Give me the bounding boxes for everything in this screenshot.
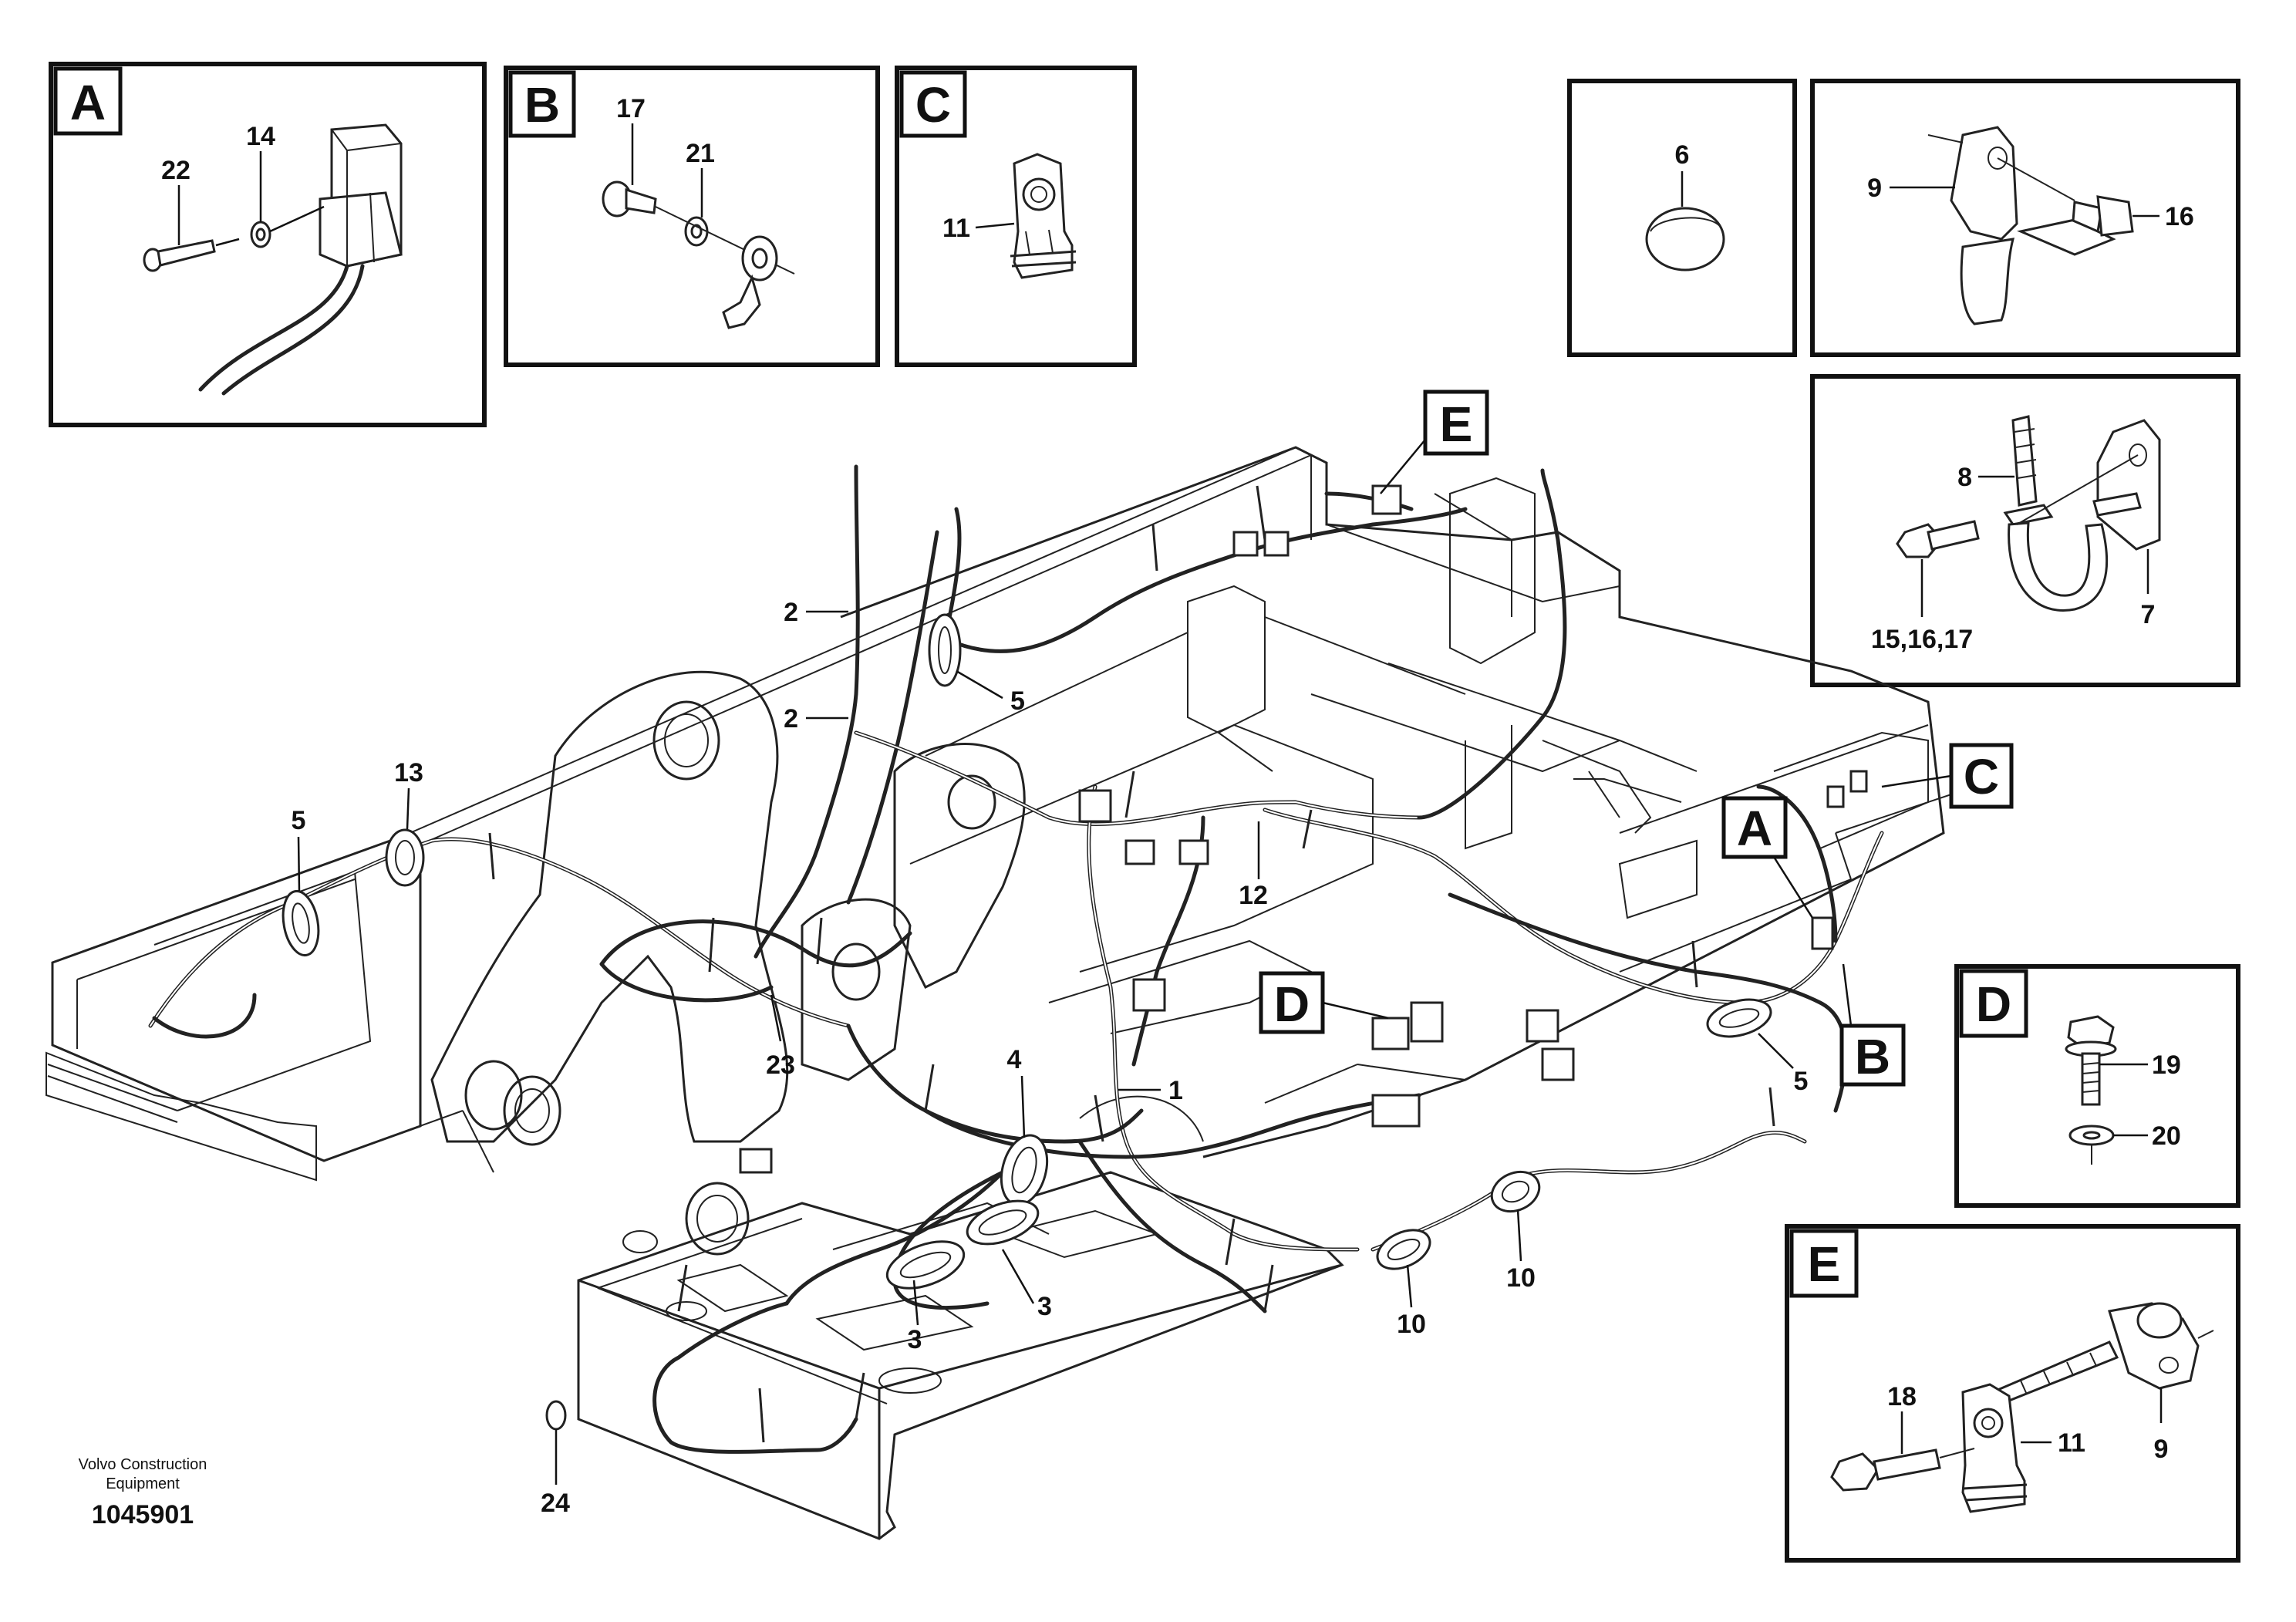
footer: Volvo Construction Equipment 1045901 <box>79 1456 207 1529</box>
callout-17: 17 <box>616 94 646 123</box>
ring-terminal-icon <box>722 235 778 329</box>
detail-tag-d: D <box>1976 976 2011 1032</box>
callout-15-16-17: 15,16,17 <box>1871 625 1973 654</box>
grommet-icon <box>885 1240 966 1290</box>
washer-icon <box>684 216 709 247</box>
callout-10-left: 10 <box>1397 1310 1426 1339</box>
callout-5-upper: 5 <box>1010 686 1025 716</box>
grommet-icon <box>966 1199 1040 1246</box>
bracket-icon <box>2108 1302 2200 1390</box>
grommet-icon <box>1490 1170 1541 1213</box>
grommet-icon <box>282 889 320 957</box>
screw-icon <box>602 180 657 218</box>
callout-6: 6 <box>1675 140 1690 170</box>
excavator-frame <box>46 446 1975 1540</box>
grommet-icon <box>1376 1229 1431 1270</box>
callout-19: 19 <box>2152 1050 2181 1080</box>
callout-5-right: 5 <box>1794 1067 1809 1096</box>
callout-23: 23 <box>766 1050 795 1080</box>
detail-box-b: B 17 21 <box>504 66 880 367</box>
callout-12: 12 <box>1239 881 1268 910</box>
bolt-icon <box>143 239 216 272</box>
detail-box-a: A 22 14 <box>49 62 487 427</box>
callout-11-detail-e: 11 <box>2058 1428 2085 1458</box>
detail-box-bracket-top: 16 9 <box>1810 79 2240 357</box>
cable-clamp-icon <box>1961 1383 2028 1513</box>
callout-8: 8 <box>1957 463 1972 492</box>
callout-24: 24 <box>541 1489 570 1518</box>
grommet-icon <box>928 613 962 687</box>
callout-3-left: 3 <box>908 1325 922 1354</box>
callout-11: 11 <box>942 214 970 243</box>
detail-box-d: D 19 20 <box>1954 964 2240 1208</box>
detail-box-plug: 6 <box>1567 79 1797 357</box>
callout-13: 13 <box>394 758 423 787</box>
detail-marker-c: C <box>1964 749 1999 804</box>
washer-icon <box>2068 1125 2115 1146</box>
callout-18: 18 <box>1887 1382 1917 1411</box>
detail-box-bracket-mid: 15,16,17 8 7 <box>1810 374 2240 687</box>
detail-box-e: E 9 11 18 <box>1785 1224 2240 1563</box>
detail-marker-b: B <box>1855 1029 1890 1084</box>
callout-9: 9 <box>1867 174 1882 203</box>
callout-3-right: 3 <box>1037 1292 1052 1321</box>
callout-22: 22 <box>161 156 190 185</box>
callout-7: 7 <box>2141 600 2156 629</box>
callout-2-upper: 2 <box>784 598 798 627</box>
callout-9-detail-e: 9 <box>2154 1435 2169 1464</box>
cable-tie-icon <box>488 485 1775 1443</box>
detail-tag-e-marker <box>1423 389 1489 456</box>
plug-icon <box>1645 207 1725 271</box>
relay-icon <box>319 123 403 268</box>
grommet-icon <box>385 828 425 887</box>
detail-tag-a: A <box>70 75 106 130</box>
callout-4: 4 <box>1007 1045 1022 1074</box>
main-callouts: E C A B D 2 2 5 13 5 23 4 1 12 <box>292 389 2014 1518</box>
flange-bolt-icon <box>2065 1015 2117 1106</box>
callout-21: 21 <box>686 139 715 168</box>
detail-box-c: C 11 <box>895 66 1137 367</box>
washer-icon <box>250 221 271 248</box>
brand-line-2: Equipment <box>106 1475 180 1492</box>
detail-tag-e: E <box>1808 1236 1841 1292</box>
brand-line-1: Volvo Construction <box>79 1456 207 1473</box>
connector-cluster-icon <box>739 484 1868 1174</box>
bracket-icon <box>2092 419 2161 551</box>
detail-tag-c: C <box>915 77 951 133</box>
callout-2-lower: 2 <box>784 704 798 733</box>
detail-marker-e: E <box>1440 396 1473 452</box>
detail-tag-b: B <box>524 77 560 133</box>
bolt-icon <box>1896 520 1980 558</box>
cable-tie-icon <box>2003 415 2109 612</box>
callout-14: 14 <box>246 122 275 151</box>
detail-marker-a: A <box>1737 801 1772 856</box>
drawing-number: 1045901 <box>92 1500 194 1529</box>
cable-clamp-icon <box>1010 153 1077 279</box>
bolt-icon <box>2072 195 2134 237</box>
callout-20: 20 <box>2152 1121 2181 1151</box>
harness-grommets <box>282 484 1868 1443</box>
callout-1: 1 <box>1168 1076 1183 1105</box>
callout-10-right: 10 <box>1506 1263 1536 1293</box>
ring-seal-icon <box>545 1400 567 1431</box>
wire-harness <box>148 464 1884 1454</box>
callout-16: 16 <box>2165 202 2194 231</box>
grommet-icon <box>1706 998 1772 1038</box>
detail-marker-d: D <box>1274 976 1310 1032</box>
callout-5-left: 5 <box>292 806 306 835</box>
bolt-icon <box>1830 1448 1941 1492</box>
